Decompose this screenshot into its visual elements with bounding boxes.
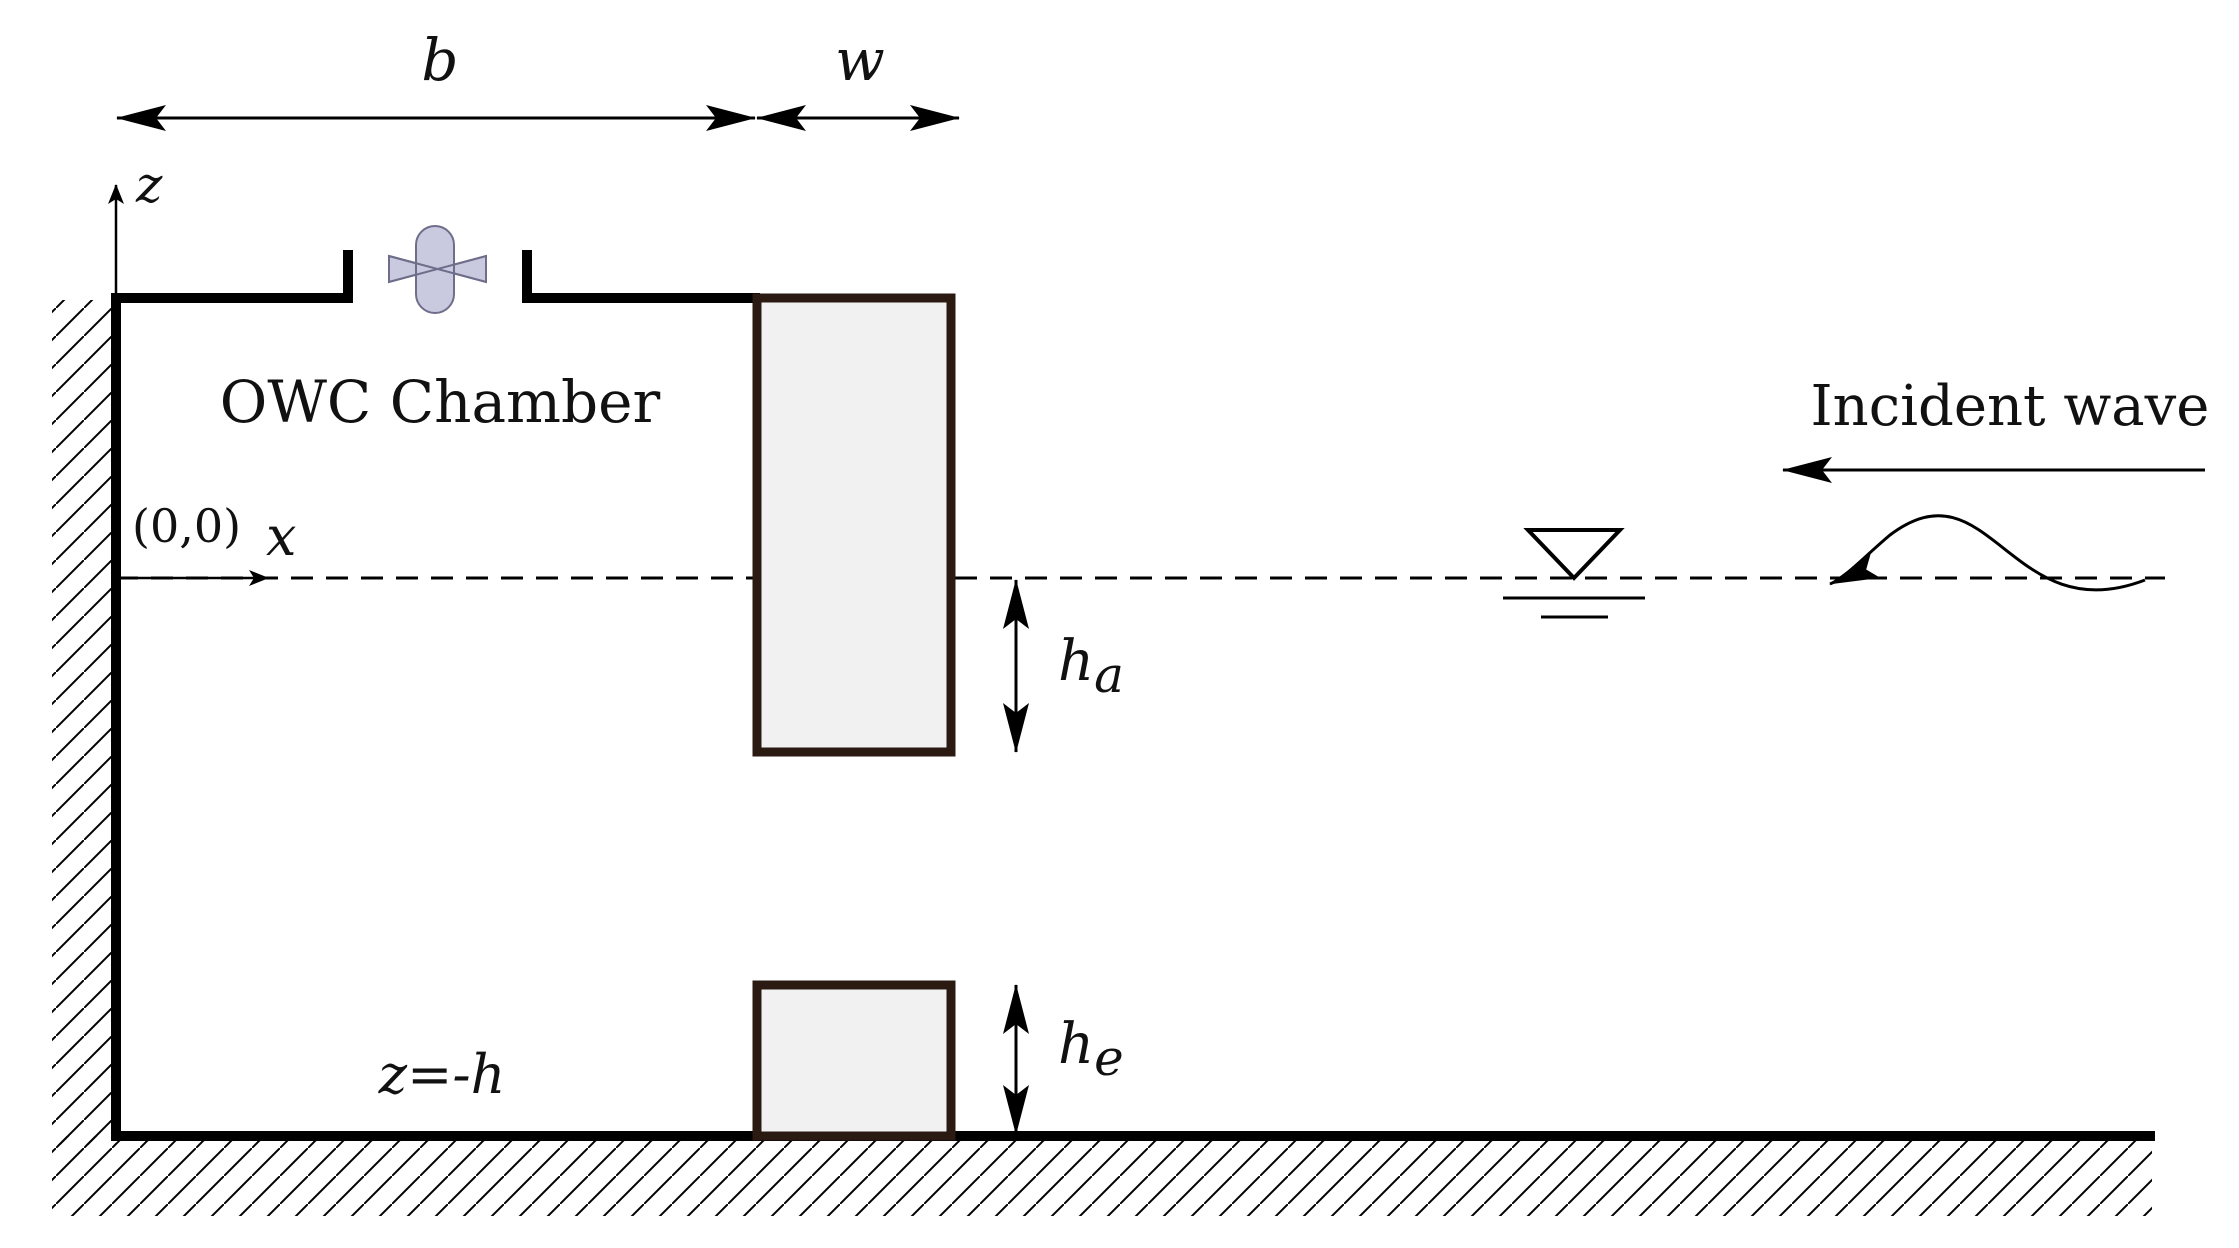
submerged-step: [752, 980, 956, 1141]
origin-label: (0,0): [132, 499, 241, 553]
incident-wave-label: Incident wave: [1811, 374, 2210, 439]
chamber-roof-left: [111, 250, 353, 303]
water-level-icon: [1503, 528, 1645, 619]
bottom-depth-label: z=-h: [378, 1043, 506, 1106]
chamber-label: OWC Chamber: [220, 368, 661, 436]
dimension-he-main: h: [1058, 1012, 1094, 1077]
chamber-roof-right: [522, 250, 760, 303]
dimension-b-label: b: [421, 26, 458, 94]
dimension-ha-label: ha: [1058, 629, 1124, 704]
dimension-he-sub: e: [1094, 1029, 1124, 1087]
z-axis-label: z: [135, 156, 163, 214]
dimension-he-label: he: [1058, 1012, 1124, 1087]
incident-wave-curve: [1829, 514, 2146, 592]
dimension-ha-sub: a: [1094, 646, 1124, 704]
dimension-w-label: w: [835, 26, 885, 94]
x-axis-label: x: [266, 505, 296, 568]
front-wall: [752, 293, 956, 757]
turbine-icon: [388, 225, 487, 314]
left-wall-hatch: [52, 300, 116, 1145]
seabed-hatch: [52, 1136, 2152, 1216]
dimension-ha-main: h: [1058, 629, 1094, 694]
